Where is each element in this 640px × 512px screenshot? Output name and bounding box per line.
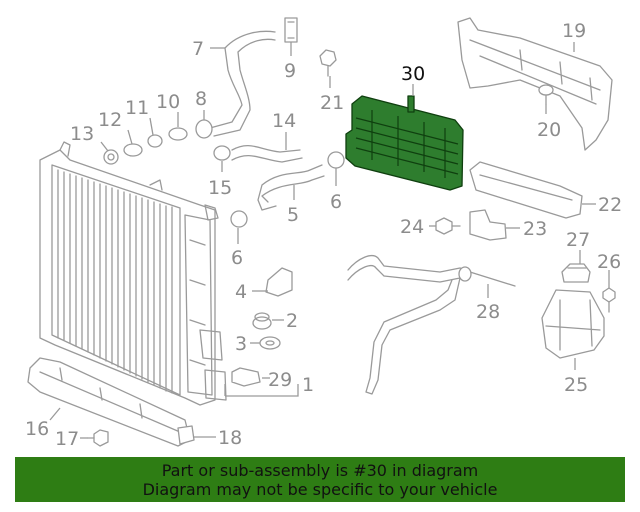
radiator [39, 141, 227, 406]
coolant-reservoir [541, 289, 605, 359]
hose-14 [231, 145, 303, 163]
bolt-21 [319, 49, 337, 77]
callout-14: 14 [272, 110, 296, 132]
callout-29: 29 [268, 369, 292, 391]
banner-line-2: Diagram may not be specific to your vehi… [142, 480, 498, 499]
callout-6-lower: 6 [231, 247, 243, 269]
clamp-6-upper [327, 151, 345, 169]
callout-2: 2 [286, 310, 298, 332]
callout-21: 21 [320, 92, 344, 114]
callout-6-upper: 6 [330, 191, 342, 213]
bolt-20 [538, 84, 554, 105]
callout-28: 28 [476, 301, 500, 323]
callout-26: 26 [597, 251, 621, 273]
hose-28-connector [458, 266, 472, 282]
upper-hose [209, 30, 276, 137]
callout-20: 20 [537, 119, 561, 141]
active-grille-shutter-30 [345, 95, 464, 191]
clamp-15 [213, 145, 231, 161]
hose-connectors [103, 119, 213, 165]
callout-18: 18 [218, 427, 242, 449]
grommet-2 [252, 312, 272, 330]
bolt-24 [435, 217, 461, 235]
bolt-17 [87, 429, 109, 447]
callout-23: 23 [523, 218, 547, 240]
callout-5: 5 [287, 204, 299, 226]
bracket-22-rib [479, 174, 573, 201]
hose-28 [347, 255, 516, 395]
hose-5 [257, 164, 325, 211]
callout-10: 10 [156, 91, 180, 113]
info-banner: Part or sub-assembly is #30 in diagram D… [15, 457, 625, 502]
callout-15: 15 [208, 177, 232, 199]
callout-labels: 1 2 3 4 5 6 6 7 8 9 10 11 12 13 14 15 16… [25, 20, 622, 450]
callout-8: 8 [195, 88, 207, 110]
callout-25: 25 [564, 374, 588, 396]
upper-tie-bar [457, 17, 613, 151]
callout-9: 9 [284, 60, 296, 82]
callout-11: 11 [125, 97, 149, 119]
bracket-4 [265, 267, 293, 297]
callout-16: 16 [25, 418, 49, 440]
banner-line-1: Part or sub-assembly is #30 in diagram [161, 461, 479, 480]
hose-clamp-9 [284, 17, 298, 43]
callout-13: 13 [70, 123, 94, 145]
reservoir-cap [561, 263, 591, 283]
connector-29 [231, 367, 261, 387]
clip-18 [177, 425, 195, 445]
bolt-26 [602, 287, 616, 313]
clamp-6-lower [230, 210, 248, 228]
callout-4: 4 [235, 281, 247, 303]
leader-lines [49, 42, 610, 439]
bracket-23 [469, 209, 507, 241]
callout-19: 19 [562, 20, 586, 42]
callout-3: 3 [235, 333, 247, 355]
callout-1: 1 [302, 374, 314, 396]
callout-22: 22 [598, 194, 622, 216]
callout-7: 7 [192, 38, 204, 60]
bracket-22 [469, 161, 583, 219]
callout-24: 24 [400, 216, 424, 238]
callout-30: 30 [401, 63, 425, 85]
callout-27: 27 [566, 229, 590, 251]
callout-12: 12 [98, 109, 122, 131]
callout-17: 17 [55, 428, 79, 450]
washer-3 [259, 336, 281, 350]
